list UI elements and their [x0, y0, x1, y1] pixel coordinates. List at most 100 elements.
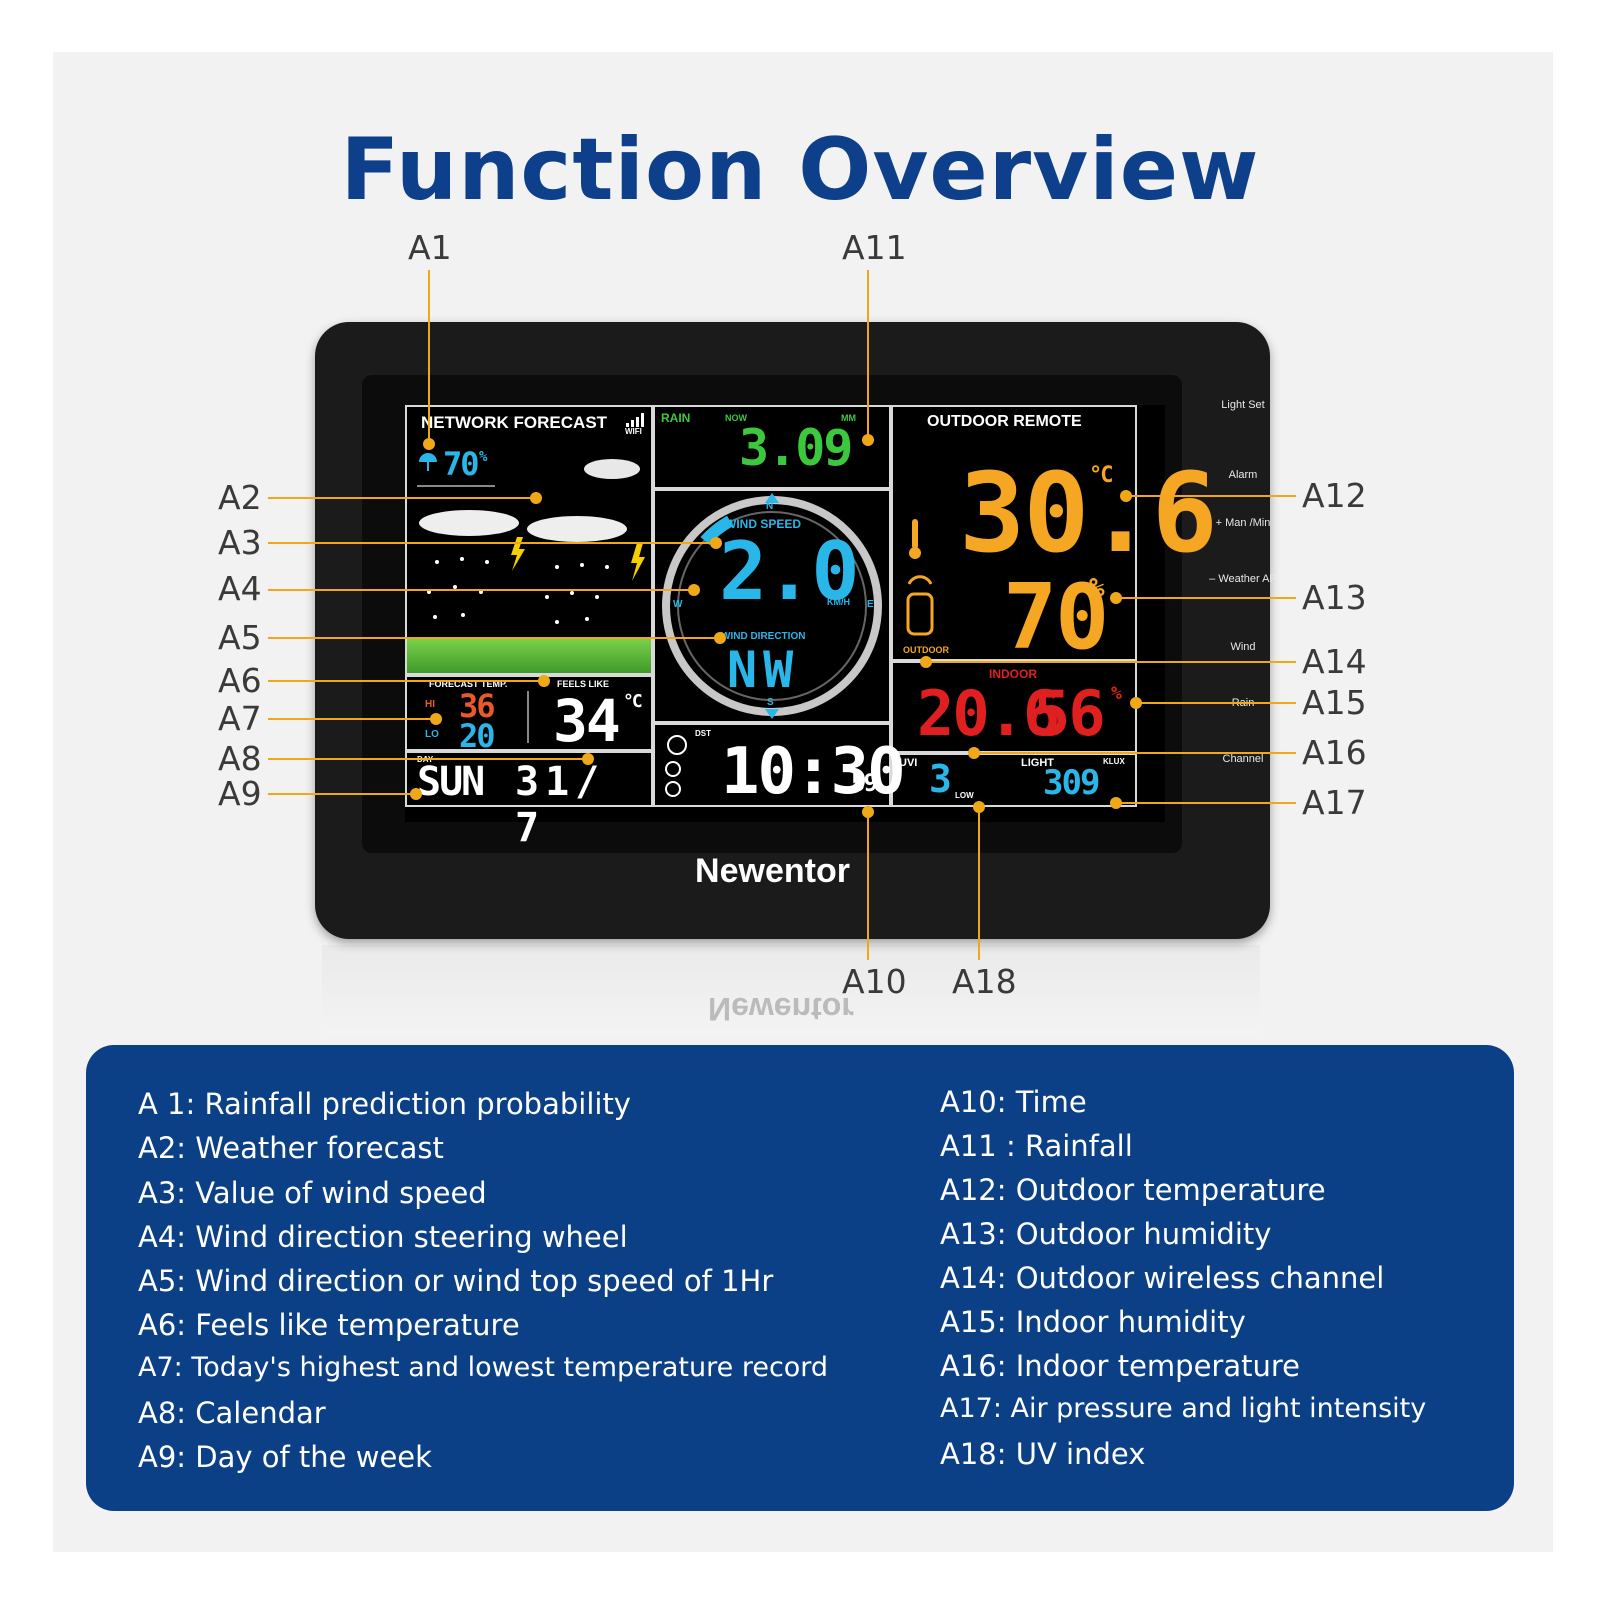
channel-button[interactable]: Channel	[1222, 753, 1264, 765]
callout-a5: A5	[218, 618, 262, 657]
high-label: HI	[425, 699, 435, 710]
legend-item: A4: Wind direction steering wheel	[138, 1220, 628, 1254]
uv-level-label: LOW	[955, 791, 974, 800]
wind-button[interactable]: Wind	[1230, 641, 1256, 653]
low-label: LO	[425, 729, 439, 740]
indoor-temperature-value: 20.6	[917, 677, 1060, 750]
wind-speed-label: WIND SPEED	[725, 517, 802, 531]
wifi-bars-icon	[626, 413, 644, 427]
alarm-clock-icons	[665, 735, 687, 797]
alarm-button[interactable]: Alarm	[1228, 469, 1258, 481]
compass-east: E	[867, 599, 874, 610]
umbrella-icon	[419, 453, 437, 471]
leader-a12	[1126, 495, 1296, 497]
legend-item: A9: Day of the week	[138, 1440, 432, 1474]
weather-ap-button[interactable]: – Weather AP	[1209, 573, 1277, 585]
leader-dot-a1	[423, 438, 435, 450]
weather-forecast-icon	[419, 459, 645, 624]
time-panel: DST 10:30 59	[653, 723, 906, 809]
indoor-humidity-unit: %	[1111, 683, 1122, 704]
outdoor-panel: OUTDOOR REMOTE 30.6 °C 70 % OUTDOOR	[891, 405, 1218, 670]
leader-a15	[1136, 702, 1296, 704]
leader-dot-a17	[1110, 797, 1122, 809]
indoor-humidity-value: 56	[1033, 677, 1106, 750]
seconds-value: 59	[851, 769, 878, 797]
rain-unit-label: MM	[841, 413, 856, 423]
forecast-temp-panel: FORECAST TEMP. FEELS LIKE HI LO 36 20 34…	[405, 675, 653, 755]
leader-dot-a4	[688, 584, 700, 596]
leader-a14	[926, 661, 1296, 663]
brand-reflection: Newentor	[708, 991, 854, 1027]
uvi-label: UVI	[899, 757, 918, 769]
feels-like-label: FEELS LIKE	[557, 679, 610, 689]
callout-a14: A14	[1302, 642, 1367, 681]
divider	[417, 485, 495, 487]
calendar-date-value: 31/ 7	[515, 759, 606, 851]
uv-index-value: 3	[929, 757, 952, 801]
device-reflection	[322, 945, 1260, 1035]
wind-panel: N S E W WIND SPEED 2.0 KM/H WIND DIRECTI…	[653, 489, 891, 723]
leader-dot-a10	[862, 806, 874, 818]
leader-dot-a7	[430, 713, 442, 725]
callout-a16: A16	[1302, 733, 1367, 772]
legend-item: A16: Indoor temperature	[940, 1349, 1300, 1383]
leader-dot-a15	[1130, 697, 1142, 709]
calendar-panel: DAY SUN 31/ 7	[405, 751, 653, 851]
light-set-button[interactable]: Light Set	[1221, 399, 1265, 411]
leader-a7	[268, 718, 434, 720]
wind-compass-wheel	[662, 493, 882, 719]
forecast-header: NETWORK FORECAST	[421, 413, 608, 432]
outdoor-humidity-unit: %	[1089, 573, 1105, 603]
high-temperature-value: 36	[459, 687, 496, 725]
leader-dot-a3	[710, 537, 722, 549]
outdoor-temperature-value: 30.6	[959, 449, 1218, 577]
feels-like-unit: °C	[623, 691, 643, 712]
leader-a17	[1116, 802, 1296, 804]
light-intensity-value: 309	[1043, 763, 1100, 803]
rain-probability-unit: %	[479, 449, 488, 465]
light-unit-label: KLUX	[1103, 757, 1125, 766]
legend-item: A7: Today's highest and lowest temperatu…	[138, 1352, 829, 1383]
callout-a18: A18	[952, 962, 1017, 1001]
wifi-label: WIFI	[625, 427, 642, 436]
legend-item: A10: Time	[940, 1085, 1087, 1119]
callout-a9: A9	[218, 774, 262, 813]
forecast-panel: NETWORK FORECAST WIFI 70 %	[405, 405, 653, 675]
compass-west: W	[673, 599, 683, 610]
max-min-button[interactable]: + Man /Min	[1215, 517, 1271, 529]
leader-a8	[268, 758, 586, 760]
callout-a1: A1	[408, 228, 452, 267]
leader-a3	[268, 542, 714, 544]
leader-a16	[974, 752, 1296, 754]
callout-a3: A3	[218, 523, 262, 562]
leader-a13	[1116, 597, 1296, 599]
callout-a7: A7	[218, 699, 262, 738]
leader-a18	[978, 806, 980, 960]
day-of-week-value: SUN	[417, 759, 485, 805]
leader-dot-a13	[1110, 592, 1122, 604]
legend-item: A13: Outdoor humidity	[940, 1217, 1272, 1251]
outdoor-header: OUTDOOR REMOTE	[927, 413, 1082, 430]
uv-light-panel: UVI 3 LOW LIGHT KLUX 309	[891, 753, 1137, 807]
leader-dot-a6	[538, 675, 550, 687]
compass-north: N	[766, 501, 774, 512]
leader-dot-a2	[530, 492, 542, 504]
leader-dot-a11	[862, 434, 874, 446]
outdoor-sensor-icon	[906, 575, 934, 636]
outdoor-label: OUTDOOR	[903, 645, 949, 655]
legend-item: A6: Feels like temperature	[138, 1308, 520, 1342]
lcd-screen: NETWORK FORECAST WIFI 70 %	[405, 405, 1218, 851]
legend-item: A 1: Rainfall prediction probability	[138, 1087, 631, 1121]
wind-speed-unit: KM/H	[827, 597, 850, 607]
outdoor-humidity-value: 70	[1003, 565, 1109, 670]
rainfall-value: 3.09	[739, 419, 853, 477]
leader-dot-a18	[973, 801, 985, 813]
leader-a1	[428, 270, 430, 442]
callout-a8: A8	[218, 739, 262, 778]
rain-panel: RAIN NOW MM 3.09	[653, 405, 891, 489]
callout-a10: A10	[842, 962, 907, 1001]
rain-probability-value: 70	[443, 445, 480, 483]
callout-a15: A15	[1302, 683, 1367, 722]
wind-direction-label: WIND DIRECTION	[721, 631, 806, 642]
leader-a5	[268, 637, 718, 639]
